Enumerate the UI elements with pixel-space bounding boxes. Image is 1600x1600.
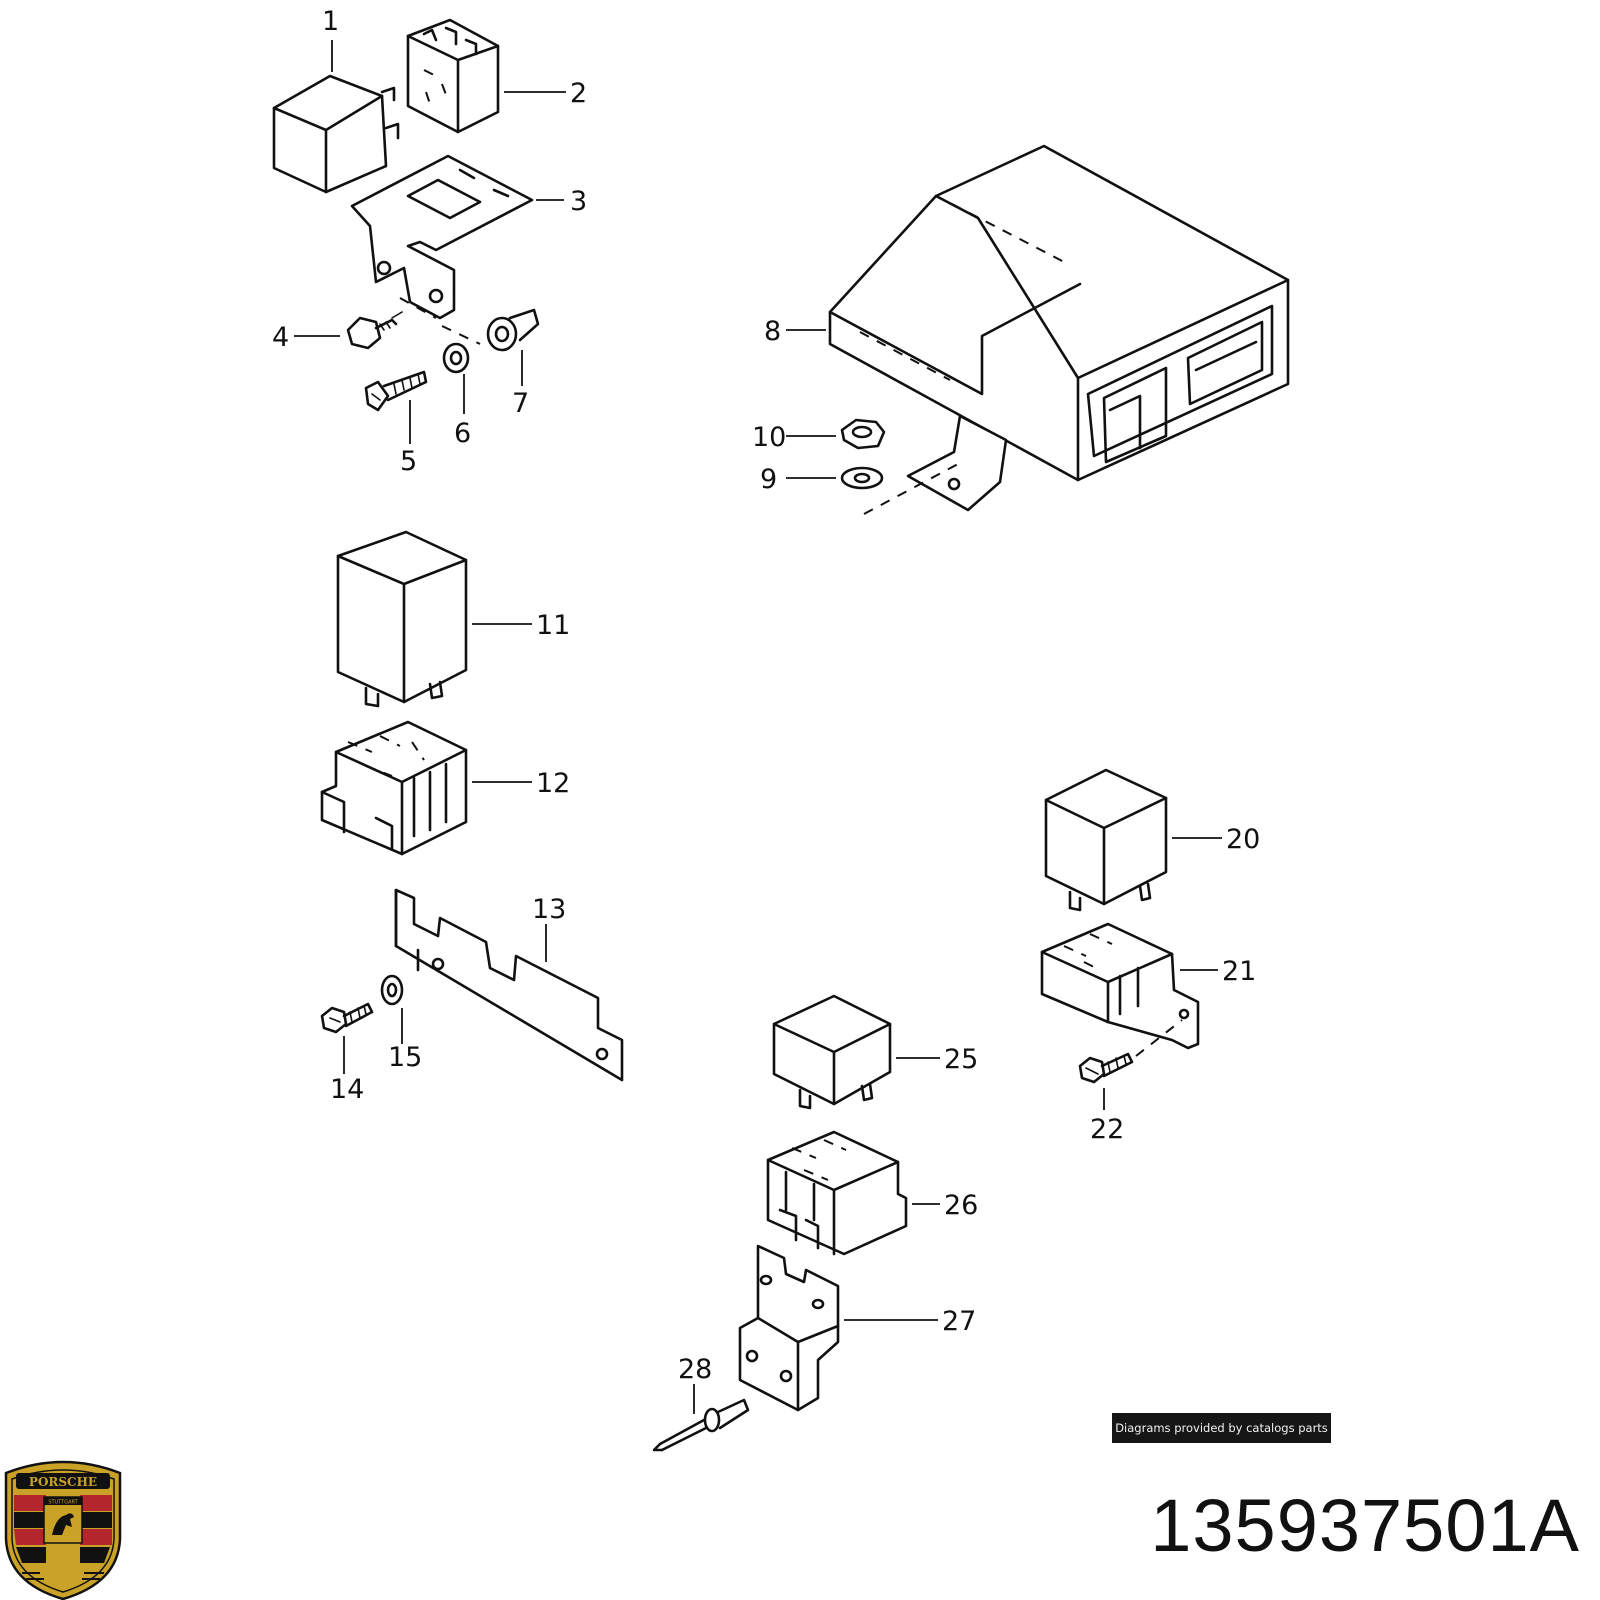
- callout-7: 7: [512, 388, 529, 419]
- part-9-washer: [840, 466, 884, 490]
- part-22-screw: [1078, 1019, 1183, 1084]
- assembly-axis-line: [399, 297, 481, 345]
- callout-14: 14: [330, 1074, 364, 1105]
- part-8-control-unit: [828, 144, 1290, 512]
- part-15-washer: [380, 974, 404, 1006]
- callout-3: 3: [570, 186, 587, 217]
- part-7-clip: [486, 308, 540, 352]
- part-21-relay-socket: [1040, 922, 1200, 1050]
- callout-11: 11: [536, 610, 570, 641]
- part-1-relay: [272, 74, 400, 194]
- part-5-screw: [364, 370, 428, 412]
- callout-1: 1: [322, 6, 339, 37]
- callout-27: 27: [942, 1306, 976, 1337]
- part-2-relay-socket: [406, 18, 500, 134]
- callout-12: 12: [536, 768, 570, 799]
- callout-2: 2: [570, 78, 587, 109]
- part-13-mounting-plate: [394, 888, 624, 1082]
- callout-9: 9: [760, 464, 777, 495]
- callout-10: 10: [752, 422, 786, 453]
- callout-labels: 1 2 3 4 5 6 7 8 9 10 11 12 13 14 15 20 2…: [272, 6, 1260, 1385]
- porsche-crest-logo: PORSCHE STUTTGART: [4, 1460, 122, 1600]
- callout-6: 6: [454, 418, 471, 449]
- part-10-nut: [840, 418, 886, 450]
- callout-8: 8: [764, 316, 781, 347]
- callout-4: 4: [272, 322, 289, 353]
- callout-28: 28: [678, 1354, 712, 1385]
- svg-text:STUTTGART: STUTTGART: [48, 1500, 78, 1506]
- part-4-screw: [346, 311, 403, 350]
- part-20-relay: [1044, 768, 1168, 912]
- leader-lines: [294, 40, 1222, 1414]
- callout-22: 22: [1090, 1114, 1124, 1145]
- part-27-bracket: [738, 1244, 840, 1412]
- svg-text:PORSCHE: PORSCHE: [29, 1475, 97, 1489]
- part-26-relay-socket: [766, 1130, 908, 1256]
- diagram-credit-banner: Diagrams provided by catalogs parts: [1112, 1413, 1331, 1443]
- part-3-bracket: [350, 154, 534, 320]
- part-28-rivet: [652, 1398, 750, 1452]
- callout-20: 20: [1226, 824, 1260, 855]
- callout-5: 5: [400, 446, 417, 477]
- part-number: 135937501A: [1150, 1484, 1580, 1567]
- part-6-washer: [442, 342, 470, 374]
- callout-15: 15: [388, 1042, 422, 1073]
- callout-13: 13: [532, 894, 566, 925]
- callout-26: 26: [944, 1190, 978, 1221]
- part-12-relay-socket: [320, 720, 468, 856]
- callout-21: 21: [1222, 956, 1256, 987]
- part-14-screw: [320, 1002, 374, 1034]
- part-25-relay: [772, 994, 892, 1110]
- callout-25: 25: [944, 1044, 978, 1075]
- part-11-relay: [336, 530, 468, 708]
